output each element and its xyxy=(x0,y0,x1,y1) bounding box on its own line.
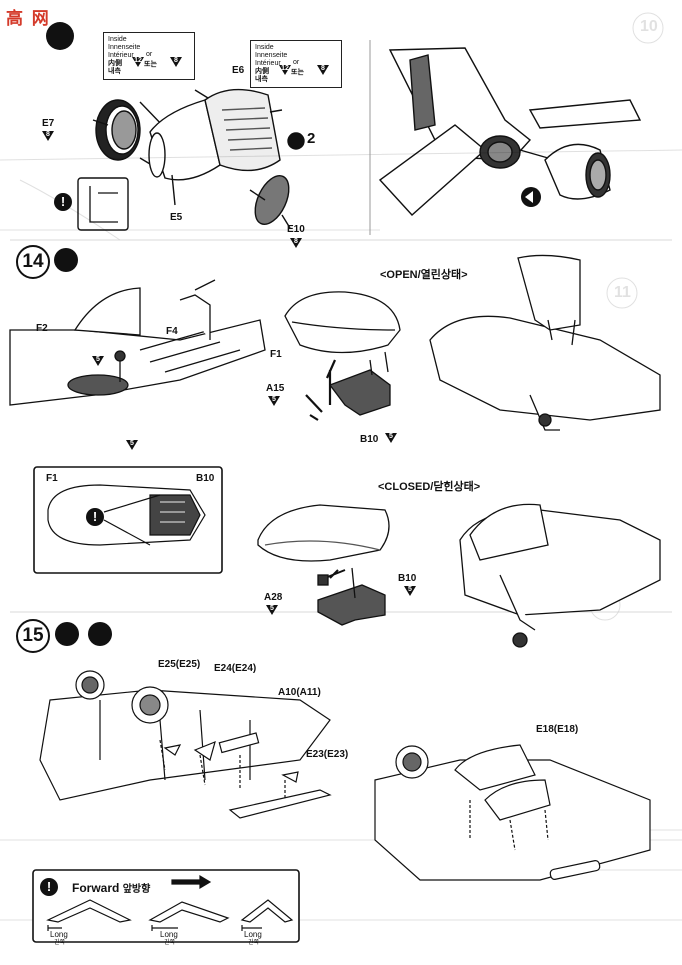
landing-gear-drawing-right xyxy=(374,744,651,881)
cement-icon xyxy=(55,622,79,646)
paint-badge: 12 xyxy=(132,57,144,67)
step13-partial-icon xyxy=(46,22,74,50)
part-a28: A28 xyxy=(264,592,283,603)
mirror-icon xyxy=(88,622,112,646)
part-b10-closed: B10 xyxy=(398,573,417,584)
legend-line: Innenseite xyxy=(255,52,288,59)
watermark: 高 网 xyxy=(6,9,51,28)
legend-line: Intérieur xyxy=(108,52,134,59)
legend-line: 内側 xyxy=(255,68,269,75)
ghost-step-11: 11 xyxy=(614,284,631,301)
inside-legend-right: Inside Innenseite Intérieur 内側 내측 or 또는 … xyxy=(250,40,342,88)
part-a15: A15 xyxy=(266,383,285,394)
part-e10: E10 xyxy=(287,224,305,235)
canopy-closed-drawing xyxy=(257,504,390,626)
part-e18: E18(E18) xyxy=(536,724,579,735)
paint-badge: 8 xyxy=(42,131,54,141)
step-number-14: 14 xyxy=(16,245,50,279)
paint-badge: 12 xyxy=(279,65,291,75)
paint-badge: 5 xyxy=(385,433,397,443)
legend-or-ko: 또는 xyxy=(144,61,157,68)
cockpit-drawing xyxy=(9,279,266,406)
paint-badge: 8 xyxy=(290,238,302,248)
paint-badge: 5 xyxy=(266,605,278,615)
legend-or: or xyxy=(146,51,153,58)
paint-badge: 5 xyxy=(268,396,280,406)
open-state-label: <OPEN/열린상태> xyxy=(380,269,468,281)
part-b10: B10 xyxy=(360,434,379,445)
forward-en: Forward xyxy=(72,881,120,895)
inside-legend-left: Inside Innenseite Intérieur 内側 내측 or 또는 … xyxy=(103,32,195,80)
paint-badge: 5 xyxy=(404,586,416,596)
attention-icon: ! xyxy=(86,508,104,526)
note-b10: B10 xyxy=(196,473,215,484)
legend-or-ko: 또는 xyxy=(291,69,304,76)
attention-icon: ! xyxy=(54,193,72,211)
part-f1: F1 xyxy=(270,349,282,360)
legend-line: 내측 xyxy=(108,68,121,75)
part-e7: E7 xyxy=(42,118,55,129)
legend-line: Intérieur xyxy=(255,60,281,67)
legend-line: Inside xyxy=(255,44,274,51)
aircraft-canopy-closed-drawing xyxy=(459,503,661,648)
paint-badge: 8 xyxy=(170,57,182,67)
legend-line: 内側 xyxy=(108,60,122,67)
canopy-open-drawing xyxy=(284,291,401,421)
step-number-15: 15 xyxy=(16,619,50,653)
legend-or: or xyxy=(293,59,300,66)
legend-line: Innenseite xyxy=(108,44,141,51)
long-label: Long xyxy=(244,930,262,939)
legend-line: Inside xyxy=(108,36,127,43)
part-e24: E24(E24) xyxy=(214,663,257,674)
forward-ko: 앞방향 xyxy=(122,884,151,895)
paint-badge: 5 xyxy=(92,356,104,366)
paint-badge: 8 xyxy=(317,65,329,75)
exhaust-nozzle-drawing xyxy=(92,88,305,229)
closed-state-label: <CLOSED/닫힌상태> xyxy=(378,481,481,493)
note-f1: F1 xyxy=(46,473,58,484)
long-label-ko: 긴쪽 xyxy=(54,940,66,946)
long-label-ko: 긴쪽 xyxy=(164,940,176,946)
landing-gear-drawing-left xyxy=(39,670,332,819)
forward-note-box xyxy=(32,869,300,943)
legend-line: 내측 xyxy=(255,76,268,83)
long-label-ko: 긴쪽 xyxy=(248,940,260,946)
paint-badge: 5 xyxy=(126,440,138,450)
part-e25: E25(E25) xyxy=(158,659,201,670)
long-label: Long xyxy=(50,930,68,939)
long-label: Long xyxy=(160,930,178,939)
part-f4: F4 xyxy=(166,326,178,337)
part-f2: F2 xyxy=(36,323,48,334)
cement-icon xyxy=(54,248,78,272)
part-e5: E5 xyxy=(170,212,183,223)
aircraft-rear-drawing xyxy=(378,47,642,216)
forward-label: Forward 앞방향 xyxy=(72,880,150,895)
aircraft-canopy-open-drawing xyxy=(429,254,661,431)
ghost-step-10: 10 xyxy=(640,18,658,35)
part-e6: E6 xyxy=(232,65,245,76)
attention-icon: ! xyxy=(40,878,58,896)
quantity-label: 2 xyxy=(307,130,316,147)
part-a10: A10(A11) xyxy=(278,687,321,698)
part-e23: E23(E23) xyxy=(306,749,349,760)
